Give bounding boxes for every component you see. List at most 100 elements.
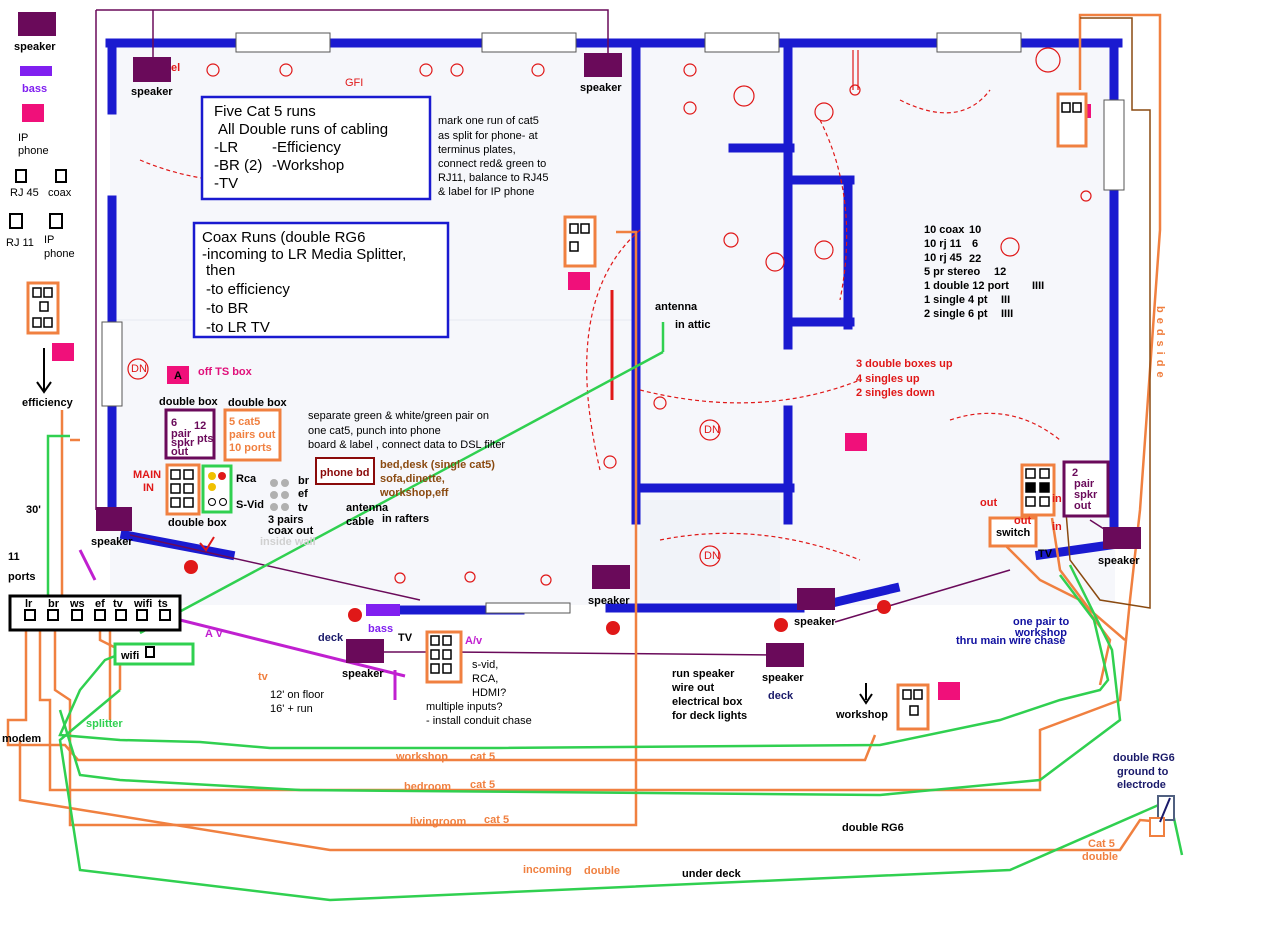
speaker-wires [95,9,1119,656]
label: 5 cat5 [229,416,260,428]
inventory-count: 10 [969,224,981,236]
label: inside wall [260,536,316,548]
splitter-label: splitter [86,718,123,730]
cat5-box-title: Five Cat 5 runs [214,103,316,120]
tv-label: TV [1038,548,1053,560]
label: pair [171,428,192,440]
cat5-box-line: All Double runs of cabling [218,121,388,138]
label: deck [318,632,344,644]
label: br [298,475,310,487]
efficiency-label: efficiency [22,397,74,409]
label: one pair to [1013,616,1070,628]
coax-box-line: -to efficiency [206,281,290,298]
label: RCA, [472,673,498,685]
port-label: br [48,598,60,610]
label: 12' on floor [270,689,324,701]
speaker-label: speaker [588,595,630,607]
label: el [171,62,180,74]
label: spkr [1074,489,1098,501]
inventory-item: 5 pr stereo [924,266,981,278]
run-label: cat 5 [470,751,495,763]
coax-runs [46,322,1184,902]
ground-label: electrode [1117,779,1166,791]
label: tv [258,671,269,683]
speakers [96,53,1141,667]
main-in-label: IN [143,482,154,494]
label: 16' + run [270,703,313,715]
cat5-box-line: -LR [214,139,238,156]
speaker-label: speaker [580,82,622,94]
inventory-item: 10 rj 45 [924,252,962,264]
label: double box [159,396,219,408]
ip-phone-jack-icon [49,213,63,229]
electrical-symbols [127,47,1092,586]
cat5-box-line: -TV [214,175,238,192]
label: 10 ports [229,442,272,454]
label: sofa,dinette, [380,473,445,485]
label: double RG6 [842,822,904,834]
label: phone bd [320,467,370,479]
switch-box [988,516,1038,548]
inventory-item: 10 coax [924,224,965,236]
speaker-label: speaker [1098,555,1140,567]
inventory-count: 6 [972,238,978,250]
legend-phone2-label: phone [44,248,75,260]
note-line: 3 double boxes up [856,358,953,370]
label: 2 [1072,467,1078,479]
inventory-list: 10 coax 10 10 rj 11 6 10 rj 45 22 5 pr s… [924,224,1044,320]
label: double box [228,397,288,409]
label: A [174,370,182,382]
label: s-vid, [472,659,498,671]
label: deck [768,690,794,702]
legend-bass-swatch [20,66,52,76]
antenna-label: in attic [675,319,710,331]
label: out [1074,500,1091,512]
label: Cat 5 [1088,838,1115,850]
legend-ip2-label: IP [44,234,54,246]
label: out [980,497,997,509]
run-label: cat 5 [484,814,509,826]
separate-pair-note: separate green & white/green pair on one… [308,410,505,451]
legend-phone-label: phone [18,145,49,157]
run-label: bedroom [404,781,451,793]
wifi-label: wifi [120,650,139,662]
red-jack-dots [184,560,891,635]
legend-bass-label: bass [22,83,47,95]
inventory-count: 12 [994,266,1006,278]
bedside-label: bedside [1154,306,1166,383]
note-line: connect red& green to [438,158,546,170]
label: 3 pairs [268,514,303,526]
arrow-down-icon [36,381,52,394]
run-label: livingroom [410,816,466,828]
label: out [171,446,188,458]
speaker-label: speaker [794,616,836,628]
label: multiple inputs? [426,701,502,713]
label: incoming [523,864,572,876]
rj45-icon [15,169,27,183]
speaker-icon [133,57,171,82]
run-label: cat 5 [470,779,495,791]
label: S-Vid [236,499,264,511]
inventory-item: 1 single 4 pt [924,294,988,306]
legend-speaker-swatch [18,12,56,36]
label: A/v [465,635,483,647]
note-line: as split for phone- at [438,130,538,142]
legend: speaker bass IP phone RJ 45 coax RJ 11 I… [6,12,75,409]
tv-label: TV [398,632,413,644]
cat5-runs-box: Five Cat 5 runs All Double runs of cabli… [200,95,432,201]
label: workshop [1014,627,1067,639]
gfi-label: GFI [345,77,363,89]
inventory-tally: IIII [1001,308,1013,320]
label: 12 [194,420,206,432]
note-line: RJ11, balance to RJ45 [438,172,548,184]
label: Rca [236,473,257,485]
antenna-label: antenna [655,301,698,313]
coax-box-line: then [206,262,235,279]
label: - install conduit chase [426,715,532,727]
speaker-icon [1103,527,1141,549]
arrow-down-icon [859,693,873,705]
coax-icon [55,169,67,183]
port-label: tv [113,598,124,610]
label: ports [8,571,36,583]
phone-board [315,457,375,485]
